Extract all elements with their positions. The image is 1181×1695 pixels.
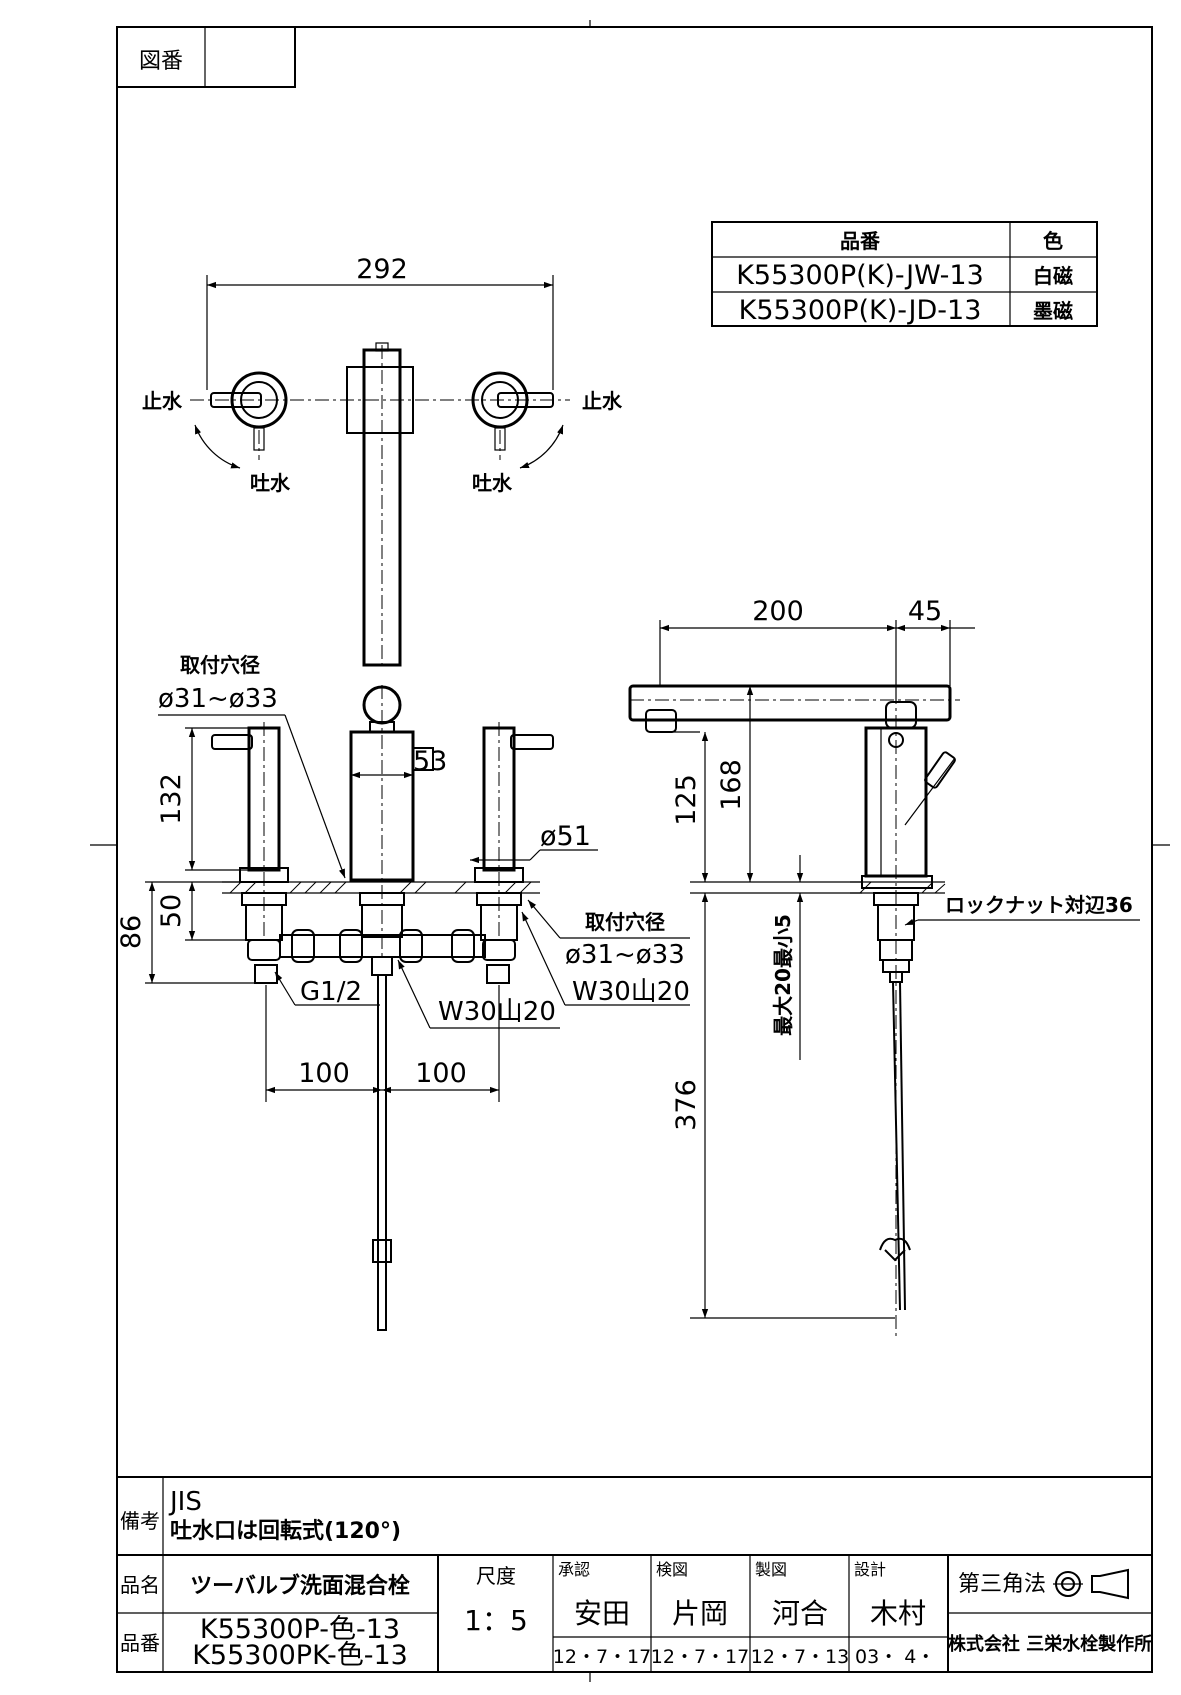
color-table-part-2: K55300P(K)-JD-13 xyxy=(739,295,982,326)
draw-name: 河合 xyxy=(772,1597,828,1630)
part-number-2: K55300PK-色-13 xyxy=(192,1640,408,1671)
part-number-1: K55300P-色-13 xyxy=(200,1614,400,1645)
spout-top xyxy=(346,342,414,670)
title-block: 備考 JIS 吐水口は回転式(120°) 品名 ツーバルブ洗面混合栓 品番 K5… xyxy=(117,1476,1152,1672)
max-min-thickness: 最大20最小5 xyxy=(771,914,795,1036)
hole-dim-top: ø31~ø33 xyxy=(158,684,278,714)
dim-100-right: 100 xyxy=(415,1058,467,1089)
counter-surface xyxy=(222,881,540,894)
projection-label: 第三角法 xyxy=(958,1572,1046,1597)
spout-water-right: 吐水 xyxy=(472,471,513,495)
dim-50: 50 xyxy=(156,894,187,928)
hole-label-top: 取付穴径 xyxy=(180,653,260,677)
remarks-label: 備考 xyxy=(120,1509,160,1533)
approve-date: 12・7・17 xyxy=(553,1646,651,1668)
approve-name: 安田 xyxy=(574,1597,630,1630)
dim-125: 125 xyxy=(671,774,702,826)
dim-100-left: 100 xyxy=(298,1058,350,1089)
color-table-color-header: 色 xyxy=(1043,229,1063,253)
side-view: 200 45 125 168 最大20最小5 376 ロックナット対辺36 xyxy=(628,596,1140,1340)
check-date: 12・7・17 xyxy=(651,1646,749,1668)
hole-dim-bottom: ø31~ø33 xyxy=(565,940,685,970)
remarks-line-1: JIS xyxy=(168,1487,202,1517)
name-label: 品名 xyxy=(120,1573,160,1597)
dim-53: 53 xyxy=(413,746,447,777)
third-angle-projection-icon xyxy=(1053,1568,1129,1600)
draw-label: 製図 xyxy=(755,1560,787,1579)
check-label: 検図 xyxy=(656,1560,688,1579)
left-valve-top xyxy=(194,371,288,469)
drawing-number-label: 図番 xyxy=(139,49,183,74)
under-counter-piping xyxy=(241,892,522,1331)
dim-376: 376 xyxy=(671,1079,702,1131)
scale-label: 尺度 xyxy=(476,1564,516,1588)
company-name: 株式会社 三栄水栓製作所 xyxy=(948,1633,1152,1655)
thread-center: W30山20 xyxy=(438,997,556,1027)
color-table-part-1: K55300P(K)-JW-13 xyxy=(736,260,984,291)
dim-51: ø51 xyxy=(540,821,591,852)
right-valve-top xyxy=(471,371,564,469)
center-body xyxy=(349,685,434,960)
dim-200: 200 xyxy=(752,596,804,627)
drawing-number-box: 図番 xyxy=(116,26,296,88)
side-body xyxy=(861,690,956,1340)
side-spout xyxy=(628,684,960,733)
sheet-frame xyxy=(90,20,1170,1682)
spout-water-left: 吐水 xyxy=(250,471,291,495)
front-view: 132 50 86 53 ø51 取付穴径 ø31~ø33 取付穴径 ø31~ø… xyxy=(116,653,690,1331)
color-table-color-1: 白磁 xyxy=(1033,264,1073,288)
dim-132: 132 xyxy=(156,773,187,825)
thread-right: W30山20 xyxy=(572,977,690,1007)
locknut-label: ロックナット対辺36 xyxy=(945,893,1133,917)
left-handle-column xyxy=(211,722,289,940)
side-under-counter xyxy=(873,892,919,1311)
design-date: 03・ 4・ xyxy=(855,1646,935,1668)
dim-45: 45 xyxy=(908,596,942,627)
color-table-part-header: 品番 xyxy=(840,229,881,253)
stop-water-left: 止水 xyxy=(142,389,183,413)
pipe-size: G1/2 xyxy=(300,977,362,1007)
hole-label-bottom: 取付穴径 xyxy=(585,910,665,934)
right-handle-column xyxy=(474,722,554,940)
remarks-line-2: 吐水口は回転式(120°) xyxy=(170,1518,401,1544)
dim-292: 292 xyxy=(356,254,408,285)
design-name: 木村 xyxy=(870,1597,926,1630)
check-name: 片岡 xyxy=(672,1597,728,1630)
stop-water-right: 止水 xyxy=(582,389,623,413)
color-table: 品番 色 K55300P(K)-JW-13 白磁 K55300P(K)-JD-1… xyxy=(711,221,1098,327)
top-view: 292 止水 吐水 止水 吐水 xyxy=(142,254,623,670)
scale-value: 1：5 xyxy=(464,1604,528,1637)
part-label: 品番 xyxy=(120,1631,160,1655)
draw-date: 12・7・13 xyxy=(751,1646,849,1668)
product-name: ツーバルブ洗面混合栓 xyxy=(190,1573,410,1599)
color-table-color-2: 墨磁 xyxy=(1033,299,1073,323)
approve-label: 承認 xyxy=(558,1560,590,1579)
design-label: 設計 xyxy=(854,1560,886,1579)
dim-86: 86 xyxy=(116,915,147,949)
dim-168: 168 xyxy=(716,759,747,811)
